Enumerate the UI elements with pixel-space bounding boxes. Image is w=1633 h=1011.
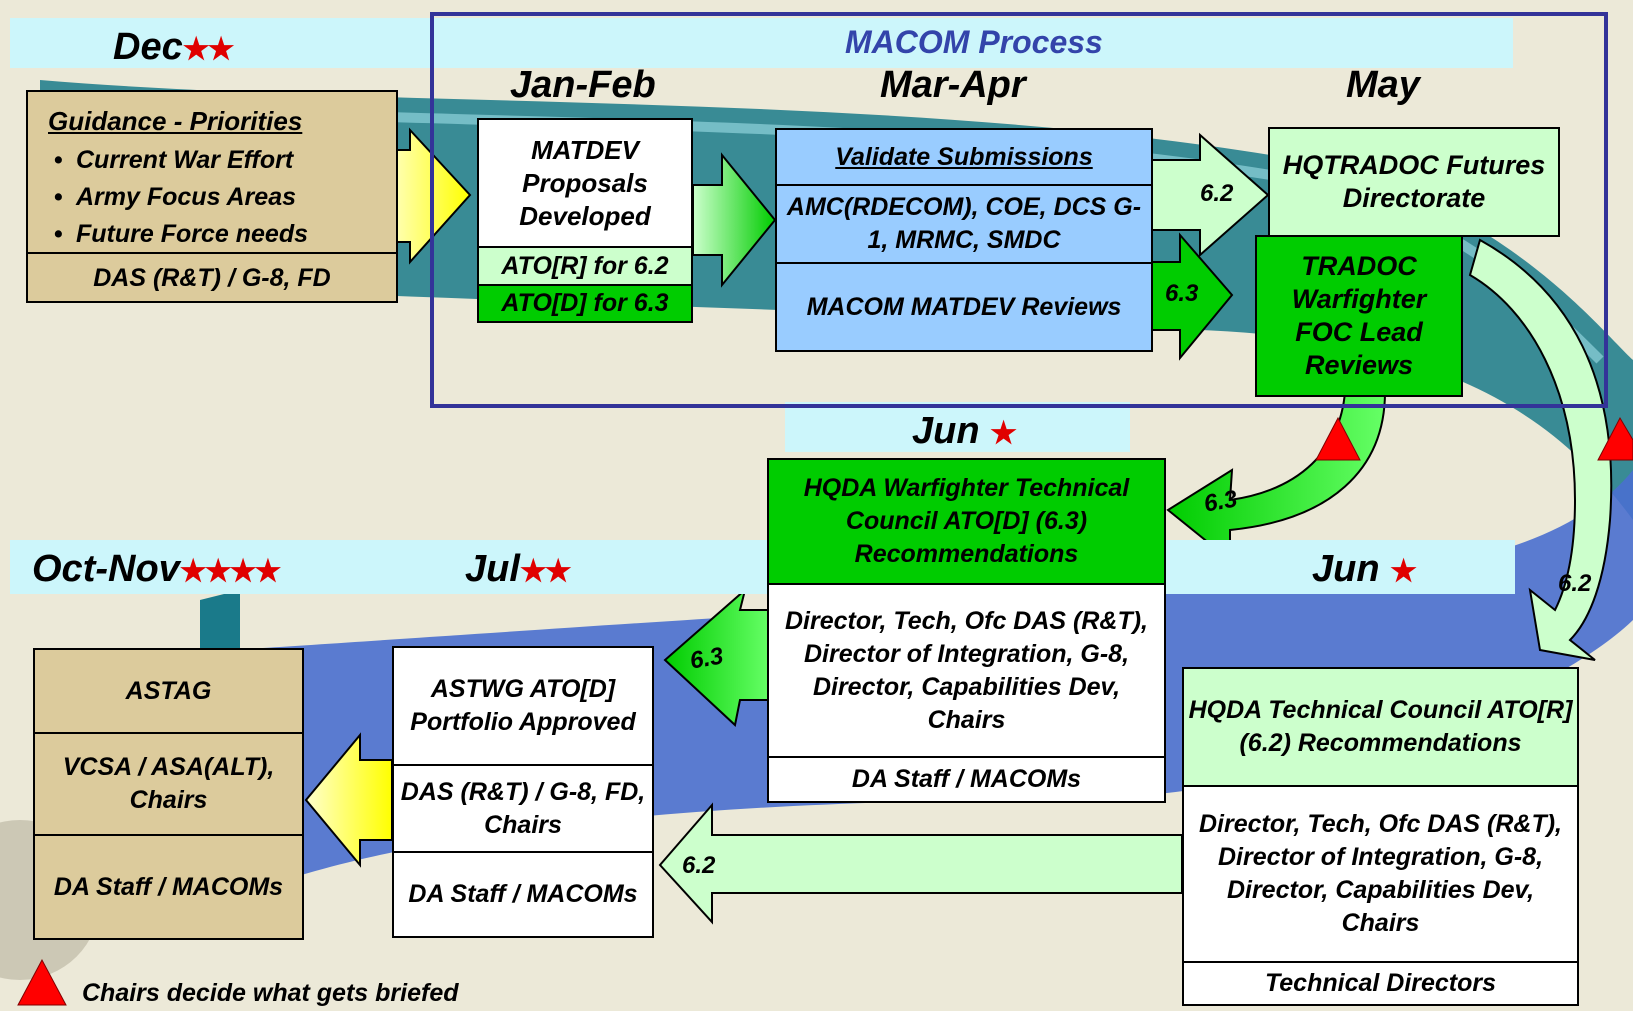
- matdev-title: MATDEV Proposals Developed: [519, 134, 651, 231]
- validate-box: Validate Submissions AMC(RDECOM), COE, D…: [775, 128, 1153, 352]
- matdev-ato-d: ATO[D] for 6.3: [479, 284, 691, 321]
- arrow-63-to-hqda-warfighter: [1166, 391, 1387, 563]
- guidance-item: Army Focus Areas: [54, 179, 308, 216]
- guidance-title: Guidance - Priorities: [48, 106, 303, 136]
- hqda-technical-footer: Technical Directors: [1184, 961, 1577, 1004]
- astwg-box: ASTWG ATO[D] Portfolio Approved DAS (R&T…: [392, 646, 654, 938]
- arrow-62-to-astwg: [658, 802, 1183, 925]
- hqtradoc-text: HQTRADOC Futures Directorate: [1282, 150, 1546, 213]
- guidance-footer: DAS (R&T) / G-8, FD: [28, 252, 396, 303]
- header-jun-top: Jun ★: [912, 410, 1017, 452]
- legend-triangle-icon: [17, 958, 67, 1006]
- hqda-technical-title: HQDA Technical Council ATO[R] (6.2) Reco…: [1184, 669, 1577, 785]
- chairs-triangle-icon: [1315, 416, 1361, 461]
- guidance-box: Guidance - Priorities Current War Effort…: [26, 90, 398, 303]
- header-dec: Dec★★: [113, 26, 235, 68]
- hqda-warfighter-box: HQDA Warfighter Technical Council ATO[D]…: [767, 458, 1166, 803]
- astag-members: VCSA / ASA(ALT), Chairs: [35, 732, 302, 834]
- arrow-label-63-jun: 6.3: [1201, 485, 1240, 518]
- chairs-triangle-icon-right: [1597, 416, 1633, 461]
- header-band-jun: [785, 402, 1130, 452]
- star-icon: ★: [1390, 555, 1417, 588]
- hqda-technical-box: HQDA Technical Council ATO[R] (6.2) Reco…: [1182, 667, 1579, 1006]
- header-jul: Jul★★: [465, 548, 572, 590]
- macom-process-frame: [430, 12, 1608, 408]
- star-icon: ★: [990, 417, 1017, 450]
- guidance-list: Current War Effort Army Focus Areas Futu…: [36, 142, 308, 253]
- arrow-label-62-top: 6.2: [1200, 180, 1234, 207]
- header-mar-apr: Mar-Apr: [880, 64, 1026, 106]
- hqda-warfighter-title: HQDA Warfighter Technical Council ATO[D]…: [769, 460, 1164, 583]
- arrow-63-to-astwg: [663, 587, 771, 727]
- astag-title: ASTAG: [125, 676, 212, 705]
- header-band-middle: [10, 540, 1515, 594]
- header-jun-right: Jun ★: [1312, 548, 1417, 590]
- validate-title: Validate Submissions: [835, 142, 1093, 171]
- tradoc-foc-box: TRADOC Warfighter FOC Lead Reviews: [1255, 235, 1463, 397]
- astwg-title: ASTWG ATO[D] Portfolio Approved: [410, 675, 636, 736]
- astag-staff: DA Staff / MACOMs: [35, 834, 302, 938]
- legend-text: Chairs decide what gets briefed: [82, 979, 459, 1007]
- guidance-item: Current War Effort: [54, 142, 308, 179]
- matdev-ato-r: ATO[R] for 6.2: [479, 246, 691, 284]
- arrow-label-63-jul: 6.3: [687, 642, 726, 675]
- tradoc-foc-text: TRADOC Warfighter FOC Lead Reviews: [1291, 251, 1427, 380]
- hqda-warfighter-staff: DA Staff / MACOMs: [769, 756, 1164, 801]
- validate-reviews: MACOM MATDEV Reviews: [777, 262, 1151, 350]
- guidance-item: Future Force needs: [54, 216, 308, 253]
- arrow-matdev-to-validate: [692, 152, 777, 288]
- header-jan-feb: Jan-Feb: [510, 64, 656, 106]
- astwg-members: DAS (R&T) / G-8, FD, Chairs: [394, 764, 652, 851]
- arrow-63-to-tradoc-foc: [1151, 232, 1234, 361]
- star-icon: ★★: [182, 33, 235, 66]
- arrow-label-62-bottom: 6.2: [682, 852, 716, 879]
- star-icon: ★★: [519, 555, 572, 588]
- arrow-astwg-to-astag: [304, 732, 393, 868]
- star-icon: ★★★★: [179, 555, 282, 588]
- arrow-label-63-top: 6.3: [1165, 280, 1199, 307]
- astwg-staff: DA Staff / MACOMs: [394, 851, 652, 936]
- hqda-technical-members: Director, Tech, Ofc DAS (R&T), Director …: [1184, 785, 1577, 961]
- header-may: May: [1346, 64, 1420, 106]
- macom-process-title: MACOM Process: [845, 24, 1103, 60]
- header-band-top: [10, 18, 1513, 68]
- arrow-62-to-hqtradoc: [1151, 132, 1270, 258]
- arrow-62-right-curve: [1468, 238, 1613, 661]
- matdev-box: MATDEV Proposals Developed ATO[R] for 6.…: [477, 118, 693, 323]
- validate-orgs: AMC(RDECOM), COE, DCS G-1, MRMC, SMDC: [777, 184, 1151, 262]
- hqda-warfighter-members: Director, Tech, Ofc DAS (R&T), Director …: [769, 583, 1164, 756]
- arrow-label-62-right: 6.2: [1558, 570, 1592, 597]
- hqtradoc-box: HQTRADOC Futures Directorate: [1268, 127, 1560, 237]
- astag-box: ASTAG VCSA / ASA(ALT), Chairs DA Staff /…: [33, 648, 304, 940]
- header-oct-nov: Oct-Nov★★★★: [32, 548, 282, 590]
